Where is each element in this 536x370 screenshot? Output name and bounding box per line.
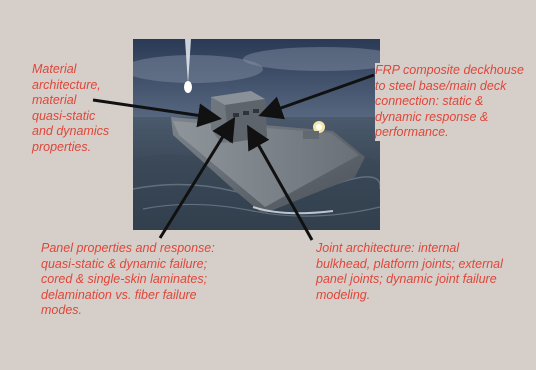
caption-joint-architecture: Joint architecture: internal bulkhead, p… (316, 241, 503, 302)
arrow-panel (158, 116, 236, 239)
arrow-material (92, 98, 222, 128)
arrow-frp (258, 73, 375, 120)
caption-frp-deckhouse-connection: FRP composite deckhouse to steel base/ma… (375, 63, 525, 141)
caption-panel-properties: Panel properties and response: quasi-sta… (41, 241, 215, 317)
caption-material-architecture: Material architecture, material quasi-st… (32, 62, 110, 154)
arrow-joint (247, 124, 314, 241)
